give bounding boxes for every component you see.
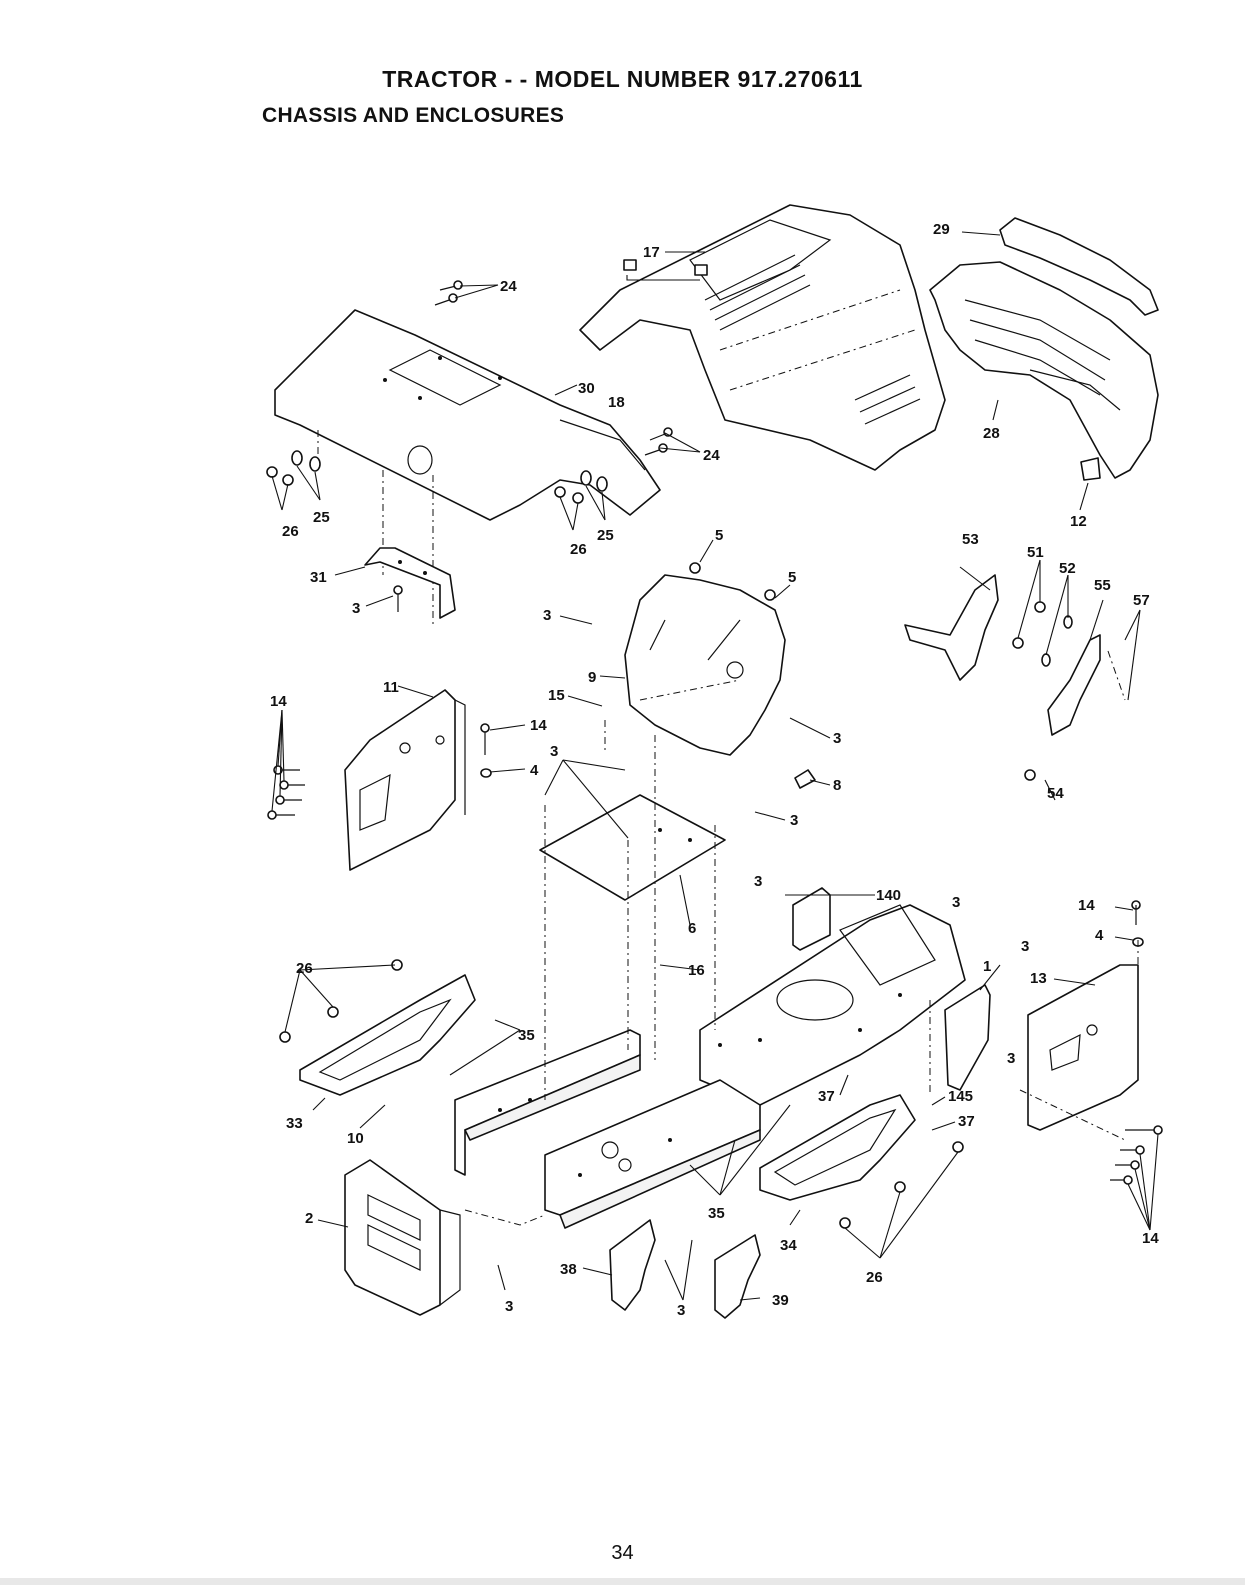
clip-part-8 — [795, 770, 815, 788]
page-number: 34 — [0, 1542, 1245, 1565]
clip-part-12 — [1081, 458, 1100, 480]
callout-39: 39 — [772, 1292, 789, 1309]
callout-34: 34 — [780, 1237, 797, 1254]
callout-16: 16 — [688, 962, 705, 979]
callout-14: 14 — [530, 717, 547, 734]
callout-26: 26 — [282, 523, 299, 540]
callout-18: 18 — [608, 394, 625, 411]
callout-9: 9 — [588, 669, 596, 686]
callout-15: 15 — [548, 687, 565, 704]
callout-17: 17 — [643, 244, 660, 261]
callout-14: 14 — [270, 693, 287, 710]
callout-3: 3 — [1007, 1050, 1015, 1067]
bracket-part-140 — [793, 888, 830, 950]
callout-13: 13 — [1030, 970, 1047, 987]
callout-5: 5 — [715, 527, 723, 544]
callout-11: 11 — [383, 679, 399, 696]
callout-14: 14 — [1142, 1230, 1159, 1247]
callout-26: 26 — [570, 541, 587, 558]
scan-edge — [0, 1578, 1245, 1585]
callout-26: 26 — [296, 960, 313, 977]
rear-panel-part-2 — [345, 1160, 460, 1315]
footrest-part-33 — [300, 975, 475, 1095]
callout-3: 3 — [1021, 938, 1029, 955]
callout-3: 3 — [952, 894, 960, 911]
callout-3: 3 — [790, 812, 798, 829]
callout-24: 24 — [703, 447, 720, 464]
bolt-washer-14-4 — [481, 724, 491, 777]
bracket-part-38 — [610, 1220, 655, 1310]
callout-29: 29 — [933, 221, 950, 238]
callout-140: 140 — [876, 887, 901, 904]
callout-30: 30 — [578, 380, 595, 397]
callout-25: 25 — [597, 527, 614, 544]
callout-26: 26 — [866, 1269, 883, 1286]
callout-3: 3 — [833, 730, 841, 747]
callout-3: 3 — [505, 1298, 513, 1315]
bracket-part-55 — [1013, 602, 1100, 780]
callout-35: 35 — [518, 1027, 535, 1044]
callout-3: 3 — [754, 873, 762, 890]
callout-51: 51 — [1027, 544, 1044, 561]
callout-5: 5 — [788, 569, 796, 586]
plate-part-6 — [540, 795, 725, 900]
callout-53: 53 — [962, 531, 979, 548]
callout-3: 3 — [352, 600, 360, 617]
bracket-part-53 — [905, 575, 998, 680]
callout-54: 54 — [1047, 785, 1064, 802]
bracket-part-31 — [365, 548, 455, 618]
callout-10: 10 — [347, 1130, 364, 1147]
callout-57: 57 — [1133, 592, 1150, 609]
callout-28: 28 — [983, 425, 1000, 442]
callout-3: 3 — [677, 1302, 685, 1319]
callout-37: 37 — [958, 1113, 975, 1130]
side-panel-part-11 — [345, 690, 465, 870]
callout-1: 1 — [983, 958, 991, 975]
side-panel-part-13 — [1028, 901, 1143, 1130]
callout-145: 145 — [948, 1088, 973, 1105]
callout-31: 31 — [310, 569, 327, 586]
bracket-part-39 — [715, 1235, 760, 1318]
callout-3: 3 — [543, 607, 551, 624]
callout-4: 4 — [530, 762, 539, 779]
footrest-part-34 — [760, 1095, 915, 1200]
callout-37: 37 — [818, 1088, 835, 1105]
callout-35: 35 — [708, 1205, 725, 1222]
nuts-washers-left — [267, 451, 320, 485]
callout-14: 14 — [1078, 897, 1095, 914]
bolt-near-31 — [394, 586, 402, 612]
callout-52: 52 — [1059, 560, 1076, 577]
callout-12: 12 — [1070, 513, 1087, 530]
callout-38: 38 — [560, 1261, 577, 1278]
callout-24: 24 — [500, 278, 517, 295]
callout-33: 33 — [286, 1115, 303, 1132]
callout-6: 6 — [688, 920, 696, 937]
bracket-right-frame — [945, 985, 990, 1090]
callout-2: 2 — [305, 1210, 313, 1227]
callout-4: 4 — [1095, 927, 1104, 944]
hood-part-17 — [580, 205, 945, 470]
callout-3: 3 — [550, 743, 558, 760]
callout-8: 8 — [833, 777, 841, 794]
callout-55: 55 — [1094, 577, 1111, 594]
main-frame-part-1 — [455, 905, 965, 1228]
callout-25: 25 — [313, 509, 330, 526]
dash-support-part-9 — [625, 563, 785, 755]
